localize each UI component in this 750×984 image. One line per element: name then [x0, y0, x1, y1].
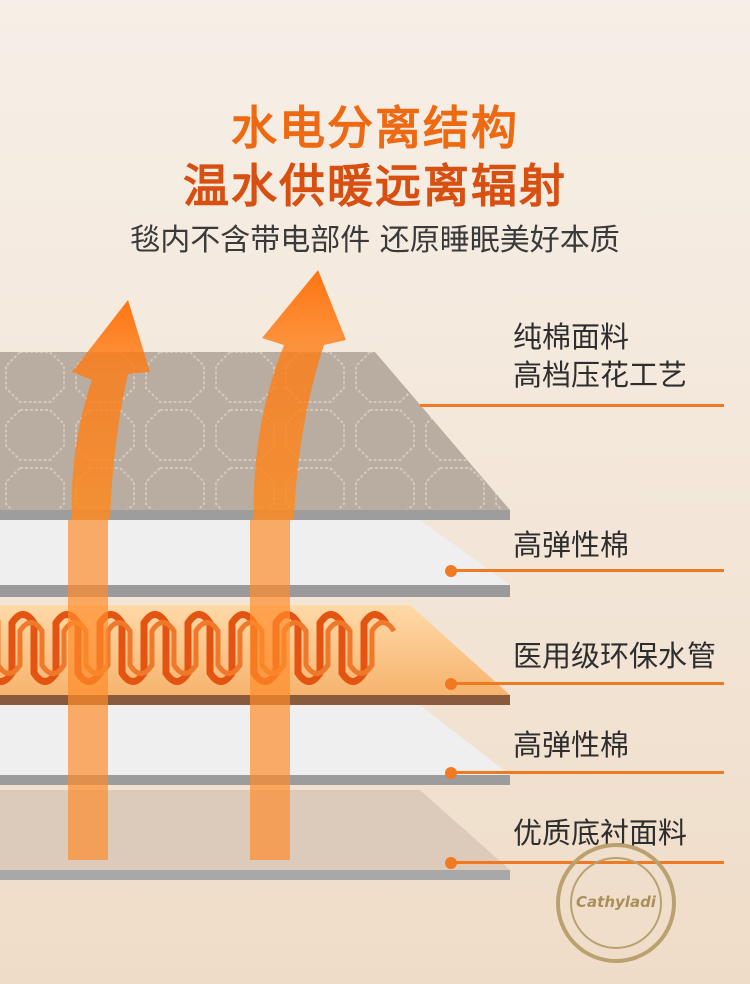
leader-line-upper-cotton: [451, 569, 724, 572]
layer-label-upper-cotton: 高弹性棉: [513, 526, 629, 564]
leader-line-water-pipe: [451, 682, 724, 685]
layer-label-line: 医用级环保水管: [513, 639, 717, 673]
layer-label-line: 高弹性棉: [513, 528, 630, 562]
headline-line-2: 温水供暖远离辐射: [183, 159, 567, 213]
brand-seal-ring: [570, 857, 662, 949]
heat-arrow-left: [68, 300, 150, 860]
leader-line-top-fabric: [420, 404, 724, 407]
layer-label-line: 高档压花工艺: [513, 358, 688, 392]
headline-line-1: 水电分离结构: [231, 101, 519, 155]
subtitle: 毯内不含带电部件 还原睡眠美好本质: [130, 223, 620, 258]
layer-label-water-pipe: 医用级环保水管: [513, 637, 716, 675]
heat-arrow-right: [250, 270, 346, 860]
leader-line-lower-cotton: [451, 771, 724, 774]
layer-label-top-fabric: 纯棉面料 高档压花工艺: [513, 318, 687, 394]
water-pipes: [0, 611, 397, 685]
layer-label-lower-cotton: 高弹性棉: [513, 726, 629, 764]
layer-label-line: 高弹性棉: [513, 728, 630, 762]
layer-label-line: 纯棉面料: [513, 320, 630, 354]
brand-seal-text: Cathyladi: [576, 893, 656, 911]
water-pipe-coil: [0, 620, 397, 676]
brand-seal: Cathyladi: [556, 843, 676, 963]
